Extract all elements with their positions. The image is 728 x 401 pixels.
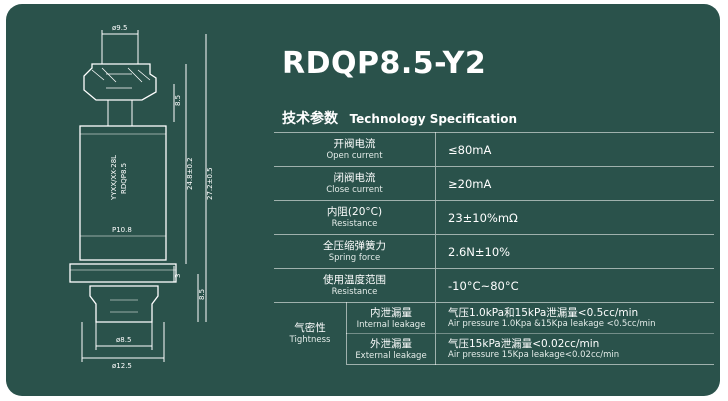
spec-label: 内阻(20°C) Resistance xyxy=(274,200,436,235)
spec-row: 使用温度范围 Resistance -10°C~80°C xyxy=(274,268,714,303)
technical-drawing: ø9.5 8.5 24.8±0.2 27.2±0.5 3 8.5 YYXX/XX… xyxy=(69,24,214,370)
internal-leakage-value-zh: 气压1.0kPa和15kPa泄漏量<0.5cc/min xyxy=(448,307,639,319)
body-text2: RDQP8.5 xyxy=(120,163,128,194)
external-leakage-label: 外泄漏量 External leakage xyxy=(346,333,436,365)
product-title: RDQP8.5-Y2 xyxy=(282,46,487,81)
bottom-dim1-label: ø8.5 xyxy=(116,336,131,344)
internal-leakage-value: 气压1.0kPa和15kPa泄漏量<0.5cc/min Air pressure… xyxy=(435,302,714,334)
flange xyxy=(69,263,177,283)
spec-label: 闭阀电流 Close current xyxy=(274,166,436,201)
spec-label-zh: 开阀电流 xyxy=(333,138,376,150)
spec-heading: 技术参数 Technology Specification xyxy=(282,108,517,127)
dim-lower1-label: 3 xyxy=(174,274,182,278)
dim-right-small-label: 8.5 xyxy=(174,95,182,106)
spec-value: 23±10%mΩ xyxy=(435,200,714,235)
spec-row: 全压缩弹簧力 Spring force 2.6N±10% xyxy=(274,234,714,269)
spec-label-en: Spring force xyxy=(328,253,381,263)
spec-label-zh: 内阻(20°C) xyxy=(326,206,383,218)
spec-label: 使用温度范围 Resistance xyxy=(274,268,436,303)
spec-value: ≤80mA xyxy=(435,132,714,167)
internal-leakage-label: 内泄漏量 Internal leakage xyxy=(346,302,436,334)
valve-body xyxy=(79,125,167,261)
external-leakage-zh: 外泄漏量 xyxy=(370,337,412,350)
top-fitting xyxy=(83,63,157,101)
body-text: YYXX/XX-28L xyxy=(110,155,118,201)
spec-row: 内阻(20°C) Resistance 23±10%mΩ xyxy=(274,200,714,235)
spec-label-en: Close current xyxy=(326,185,383,195)
internal-leakage-zh: 内泄漏量 xyxy=(370,306,412,319)
spec-label: 全压缩弹簧力 Spring force xyxy=(274,234,436,269)
spec-value: 2.6N±10% xyxy=(435,234,714,269)
spec-label-zh: 使用温度范围 xyxy=(323,274,386,286)
dim-lower2-label: 8.5 xyxy=(198,289,206,300)
tightness-label-en: Tightness xyxy=(289,335,331,346)
spec-label-zh: 闭阀电流 xyxy=(333,172,376,184)
external-leakage-value: 气压15kPa泄漏量<0.02cc/min Air pressure 15Kpa… xyxy=(435,333,714,365)
spec-label-zh: 全压缩弹簧力 xyxy=(323,240,386,252)
spec-heading-en: Technology Specification xyxy=(349,112,518,126)
bottom-dim2-label: ø12.5 xyxy=(112,362,132,370)
dim-mid-label: 24.8±0.2 xyxy=(186,157,194,190)
spec-label: 开阀电流 Open current xyxy=(274,132,436,167)
tightness-row-internal: 气密性 Tightness 内泄漏量 Internal leakage 气压1.… xyxy=(274,302,714,365)
product-card: ø9.5 8.5 24.8±0.2 27.2±0.5 3 8.5 YYXX/XX… xyxy=(6,4,720,396)
spec-table: 开阀电流 Open current ≤80mA 闭阀电流 Close curre… xyxy=(274,132,714,365)
dim-top-label: ø9.5 xyxy=(112,24,127,32)
spec-row: 闭阀电流 Close current ≥20mA xyxy=(274,166,714,201)
external-leakage-en: External leakage xyxy=(355,350,427,361)
lower-connector xyxy=(89,285,159,323)
external-leakage-value-zh: 气压15kPa泄漏量<0.02cc/min xyxy=(448,338,600,350)
tightness-row-external: 外泄漏量 External leakage 气压15kPa泄漏量<0.02cc/… xyxy=(274,333,714,365)
tightness-label-zh: 气密性 xyxy=(294,322,326,335)
spec-row: 开阀电流 Open current ≤80mA xyxy=(274,132,714,167)
spec-value: -10°C~80°C xyxy=(435,268,714,303)
external-leakage-value-en: Air pressure 15Kpa leakage<0.02cc/min xyxy=(448,350,620,360)
tightness-label: 气密性 Tightness xyxy=(274,302,347,365)
spec-label-en: Resistance xyxy=(331,287,378,297)
spec-value: ≥20mA xyxy=(435,166,714,201)
spec-label-en: Resistance xyxy=(331,219,378,229)
spec-heading-zh: 技术参数 xyxy=(282,111,338,127)
internal-leakage-en: Internal leakage xyxy=(356,319,426,330)
inner-dim-label: P10.8 xyxy=(112,226,132,234)
spec-label-en: Open current xyxy=(326,151,383,161)
internal-leakage-value-en: Air pressure 1.0Kpa &15Kpa leakage <0.5c… xyxy=(448,319,656,329)
dim-total-label: 27.2±0.5 xyxy=(206,167,214,200)
